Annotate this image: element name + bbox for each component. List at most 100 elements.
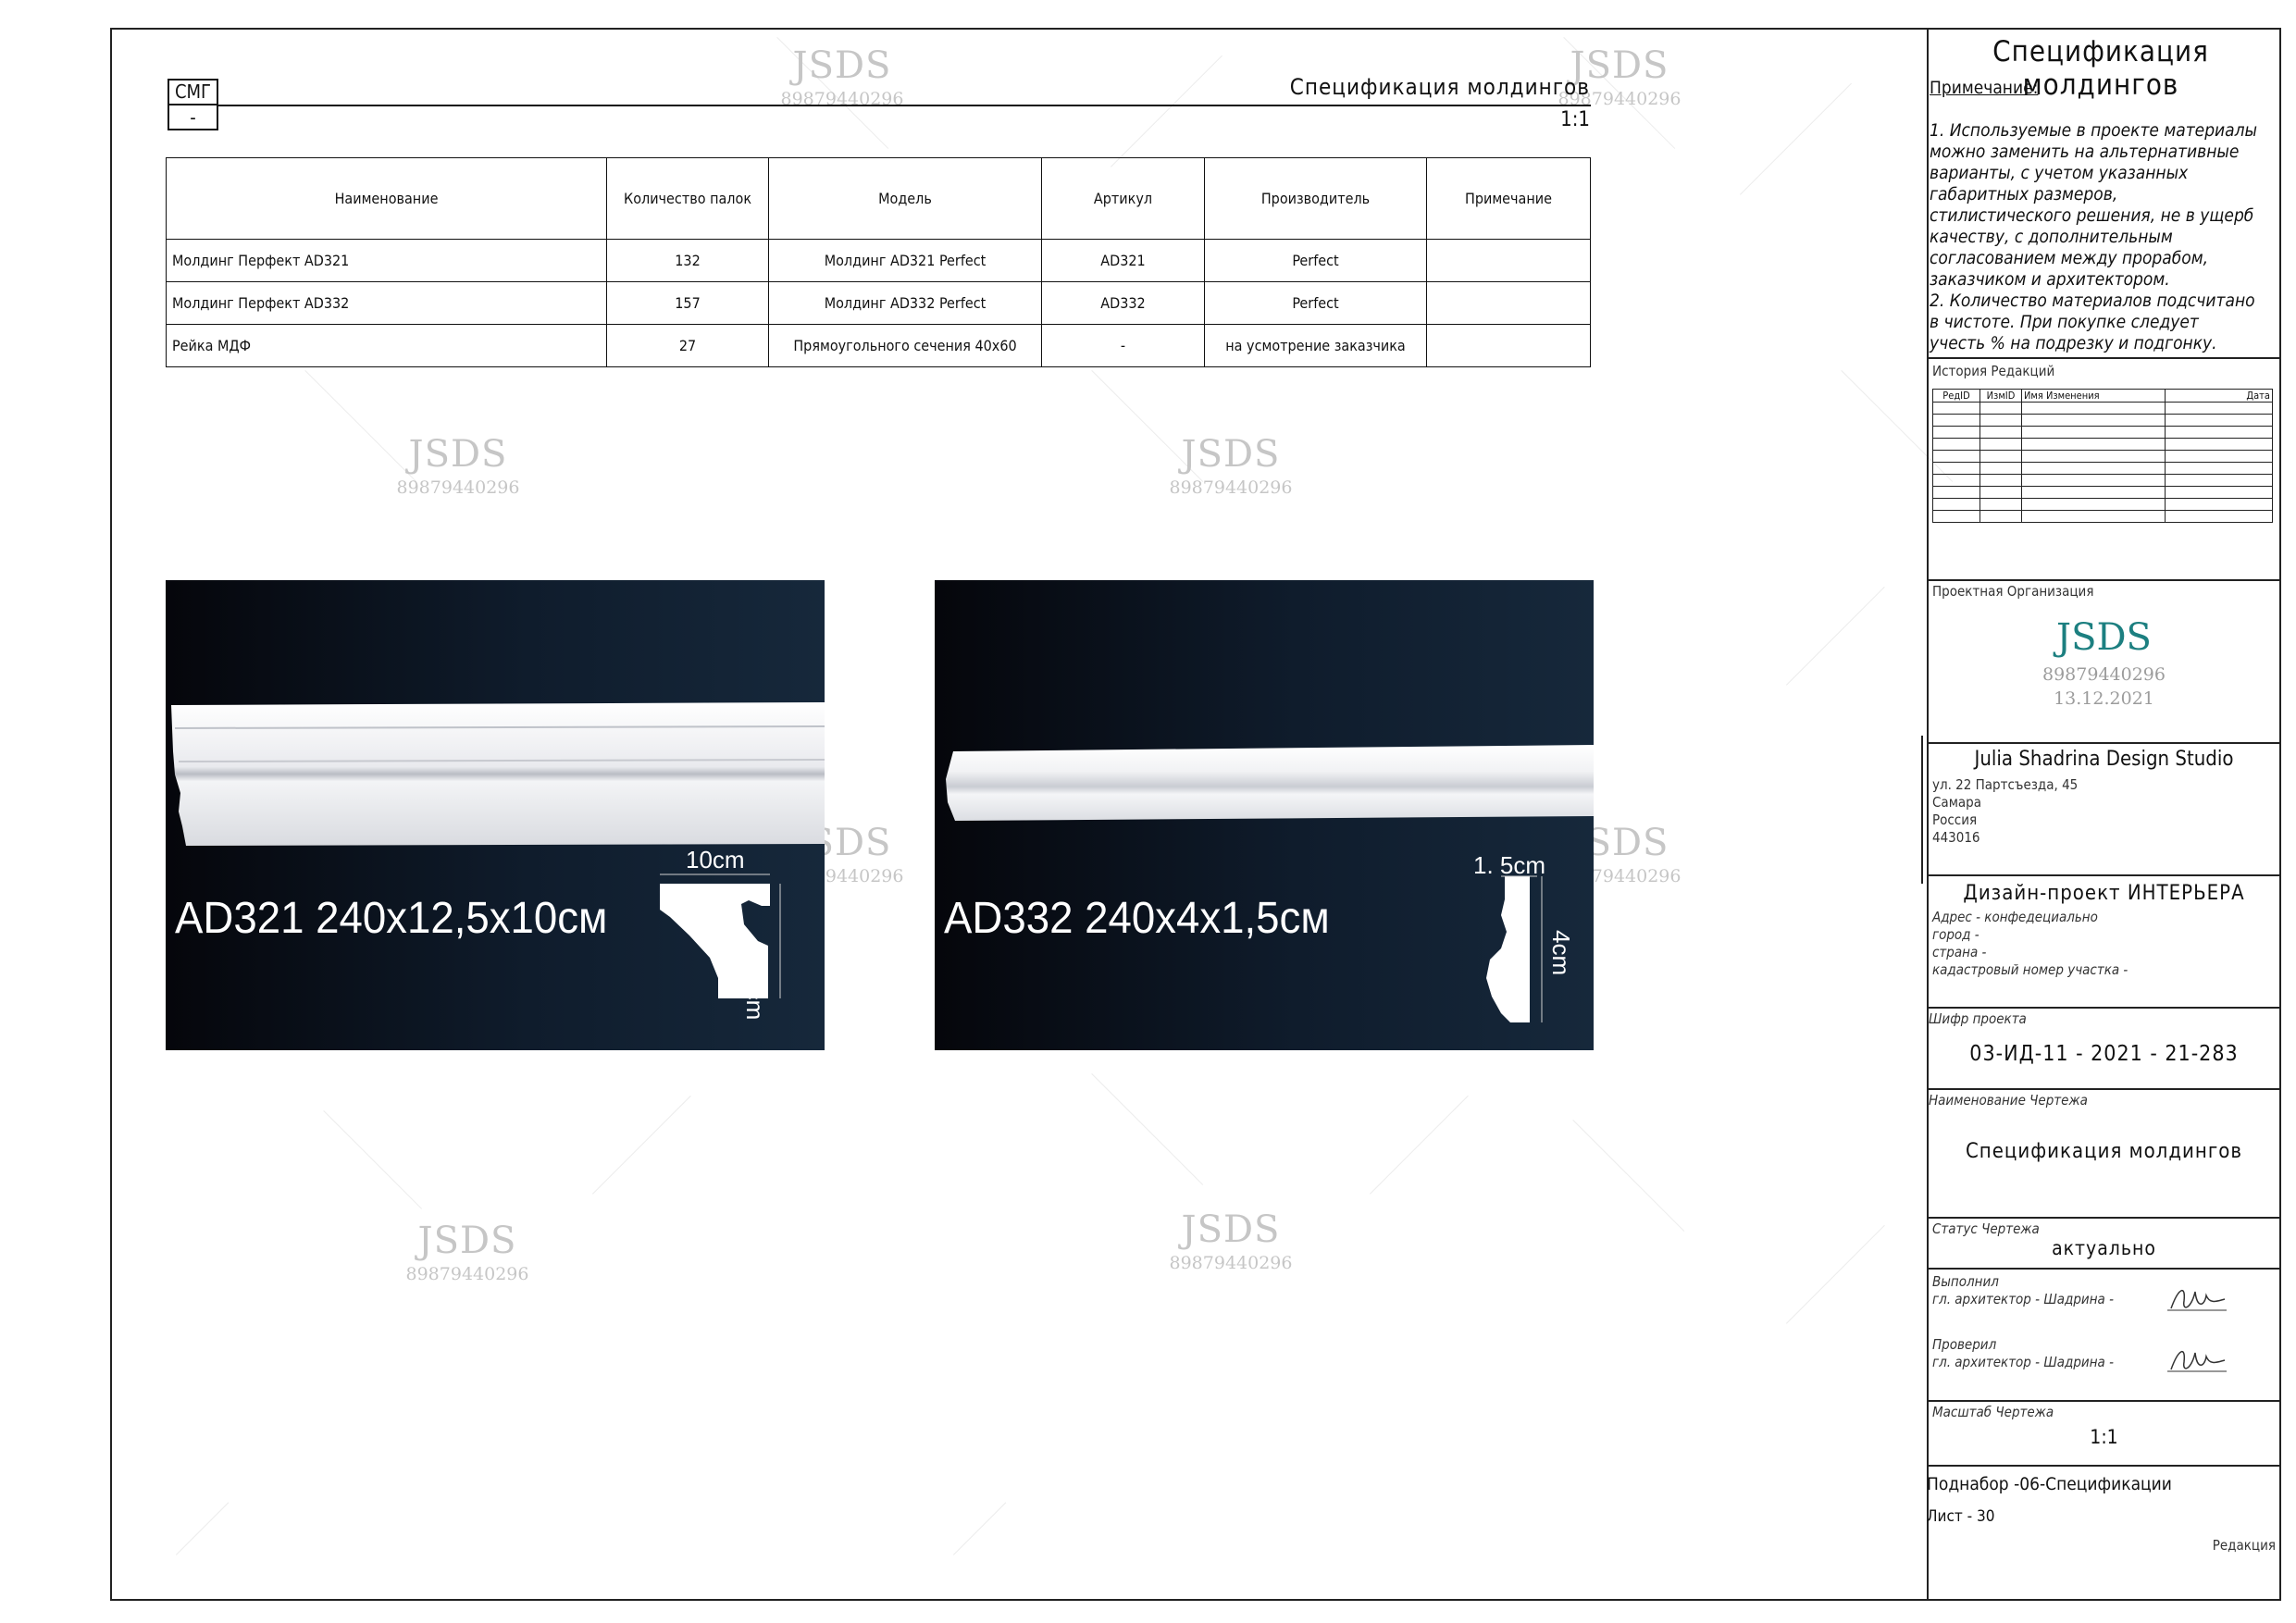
molding-code-label: AD321 240x12,5x10см	[175, 894, 608, 943]
studio-name: Julia Shadrina Design Studio	[1974, 748, 2234, 771]
table-cell: Молдинг AD321 Perfect	[768, 239, 1042, 282]
signature-block: Выполнил гл. архитектор - Шадрина - Пров…	[1927, 1268, 2281, 1400]
table-cell: Молдинг AD332 Perfect	[768, 281, 1042, 325]
project-line: страна -	[1932, 944, 1987, 960]
studio-address-line: Самара	[1932, 794, 1981, 811]
column-header: Наименование	[166, 157, 607, 240]
signature-icon	[2167, 1351, 2227, 1372]
note-line: стилистического решения, не в ущерб	[1930, 205, 2254, 226]
drawing-name-label: Наименование Чертежа	[1929, 1092, 2088, 1109]
page-title: Спецификация молдингов	[1289, 74, 1590, 100]
table-cell: AD321	[1041, 239, 1205, 282]
project-line: кадастровый номер участка -	[1932, 961, 2128, 978]
panel-title: Спецификация молдингов	[1992, 35, 2209, 102]
molding-render-ad321	[171, 702, 825, 998]
studio-block: Julia Shadrina Design Studio ул. 22 Парт…	[1927, 742, 2281, 874]
table-cell: 27	[606, 324, 769, 367]
product-image-ad321: AD321 240x12,5x10см 10cm 12,5cm	[166, 580, 825, 1050]
history-column: ИзмID	[1980, 389, 2022, 403]
divider	[1921, 736, 1929, 884]
column-header: Производитель	[1204, 157, 1427, 240]
history-block: История Редакций	[1927, 357, 2281, 579]
project-line: Адрес - конфедециально	[1932, 909, 2098, 925]
history-column: Дата	[2165, 389, 2273, 403]
table-cell	[1426, 281, 1591, 325]
checked-value: гл. архитектор - Шадрина -	[1932, 1354, 2114, 1370]
page-scale: 1:1	[1560, 108, 1590, 131]
header-line	[218, 105, 1591, 106]
org-logo: JSDS	[2056, 616, 2152, 659]
table-cell: Perfect	[1204, 239, 1427, 282]
status-label: Статус Чертежа	[1932, 1220, 2040, 1237]
product-image-ad332: AD332 240x4x1,5см 1. 5cm 4cm	[935, 580, 1594, 1050]
sheet-tag: СМГ -	[168, 79, 218, 130]
done-label: Выполнил	[1932, 1273, 1999, 1290]
org-block: Проектная Организация JSDS 89879440296 1…	[1927, 579, 2281, 742]
table-cell: Молдинг Перфект AD332	[166, 281, 607, 325]
note-line: можно заменить на альтернативные	[1930, 142, 2240, 162]
status-value: актуально	[2052, 1237, 2156, 1259]
width-label: 1. 5cm	[1473, 851, 1546, 879]
history-column: Имя Изменения	[2021, 389, 2166, 403]
drawing-name: Спецификация молдингов	[1965, 1140, 2242, 1163]
org-phone: 89879440296	[2042, 664, 2166, 685]
column-header: Примечание	[1426, 157, 1591, 240]
studio-address-line: ул. 22 Партсъезда, 45	[1932, 776, 2079, 793]
table-cell: Молдинг Перфект AD321	[166, 239, 607, 282]
column-header: Модель	[768, 157, 1042, 240]
sheet-number: Лист - 30	[1927, 1507, 1995, 1526]
signature-icon	[2167, 1290, 2227, 1311]
history-label: История Редакций	[1932, 363, 2055, 379]
sheet-info-block: Поднабор -06-Спецификации Лист - 30 Реда…	[1927, 1465, 2281, 1601]
note-line: габаритных размеров,	[1930, 184, 2118, 204]
done-value: гл. архитектор - Шадрина -	[1932, 1291, 2114, 1307]
table-row: Молдинг Перфект AD321 132 Молдинг AD321 …	[166, 239, 1591, 282]
table-cell: Perfect	[1204, 281, 1427, 325]
note-line: 1. Используемые в проекте материалы	[1930, 120, 2258, 141]
table-cell: AD332	[1041, 281, 1205, 325]
checked-label: Проверил	[1932, 1336, 1997, 1353]
spec-table: Наименование Количество палок Модель Арт…	[166, 157, 1591, 367]
sheet-frame	[110, 28, 2281, 1601]
drawing-name-block: Наименование Чертежа Спецификация молдин…	[1927, 1088, 2281, 1217]
note-line: учесть % на подрезку и подгонку.	[1930, 333, 2217, 353]
height-label: 12,5cm	[741, 941, 769, 1021]
org-label: Проектная Организация	[1932, 583, 2094, 600]
note-line: согласованием между прорабом,	[1930, 248, 2209, 268]
org-date: 13.12.2021	[2054, 688, 2154, 709]
note-line: варианты, с учетом указанных	[1930, 163, 2189, 183]
table-cell: Рейка МДФ	[166, 324, 607, 367]
table-row: Рейка МДФ 27 Прямоугольного сечения 40х6…	[166, 324, 1591, 367]
history-column: РедID	[1932, 389, 1980, 403]
project-line: город -	[1932, 926, 1980, 943]
note-line: 2. Количество материалов подсчитано	[1930, 291, 2255, 311]
studio-address-line: 443016	[1932, 829, 1980, 846]
column-header: Артикул	[1041, 157, 1205, 240]
project-title: Дизайн-проект ИНТЕРЬЕРА	[1963, 882, 2245, 905]
table-cell: 157	[606, 281, 769, 325]
notes: 1. Используемые в проекте материалы можн…	[1930, 120, 2274, 354]
studio-address-line: Россия	[1932, 812, 1978, 828]
scale-label: Масштаб Чертежа	[1932, 1404, 2054, 1420]
project-block: Дизайн-проект ИНТЕРЬЕРА Адрес - конфедец…	[1927, 874, 2281, 1007]
table-cell	[1426, 239, 1591, 282]
scale-value: 1:1	[2090, 1426, 2118, 1448]
history-table: РедID ИзмID Имя Изменения Дата	[1932, 389, 2273, 523]
revision-label: Редакция	[2212, 1537, 2276, 1554]
code-label: Шифр проекта	[1929, 1010, 2027, 1027]
table-cell	[1426, 324, 1591, 367]
column-header: Количество палок	[606, 157, 769, 240]
project-code: 03-ИД-11 - 2021 - 21-283	[1969, 1042, 2239, 1066]
table-cell: 132	[606, 239, 769, 282]
note-line: заказчиком и архитектором.	[1930, 269, 2170, 290]
table-row: Молдинг Перфект AD332 157 Молдинг AD332 …	[166, 281, 1591, 325]
title-block	[1927, 28, 2283, 1601]
code-block: Шифр проекта 03-ИД-11 - 2021 - 21-283	[1927, 1007, 2281, 1088]
table-header-row: Наименование Количество палок Модель Арт…	[166, 157, 1591, 240]
note-line: качеству, с дополнительным	[1930, 227, 2173, 247]
note-line: в чистоте. При покупке следует	[1930, 312, 2199, 332]
table-cell: -	[1041, 324, 1205, 367]
note-heading: Примечание:	[1930, 78, 2039, 98]
width-label: 10cm	[686, 846, 745, 873]
table-cell: Прямоугольного сечения 40х60	[768, 324, 1042, 367]
